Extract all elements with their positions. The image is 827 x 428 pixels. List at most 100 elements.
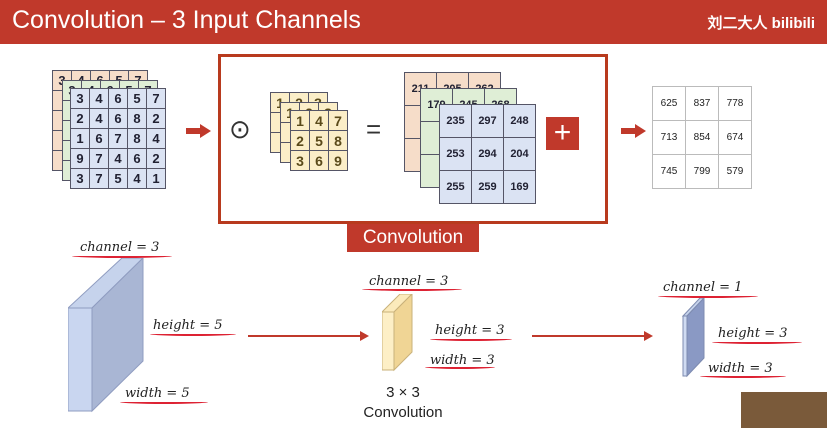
output-cell: 579 xyxy=(718,154,752,189)
grid-cell: 5 xyxy=(108,168,128,189)
grid-cell: 7 xyxy=(89,168,109,189)
grid-cell: 7 xyxy=(89,148,109,169)
arrow-right-icon xyxy=(186,124,211,138)
feature-cell: 259 xyxy=(471,170,504,204)
feature-cell: 253 xyxy=(439,137,472,171)
brand-logo: 刘二大人 bilibili xyxy=(707,15,816,32)
arrow-right-icon xyxy=(248,331,369,341)
kernel-cell: 5 xyxy=(309,130,329,151)
underline xyxy=(72,254,172,258)
output-cell: 713 xyxy=(652,120,686,155)
output-cell: 625 xyxy=(652,86,686,121)
grid-cell: 4 xyxy=(89,108,109,129)
grid-cell: 4 xyxy=(127,168,147,189)
underline xyxy=(120,400,208,404)
input-volume xyxy=(68,258,144,413)
grid-cell: 4 xyxy=(89,88,109,109)
equals-icon: = xyxy=(366,114,382,144)
output-volume xyxy=(681,298,705,378)
grid-cell: 9 xyxy=(70,148,90,169)
grid-cell: 3 xyxy=(70,168,90,189)
grid-cell: 7 xyxy=(146,88,166,109)
feature-cell: 255 xyxy=(439,170,472,204)
grid-cell: 6 xyxy=(127,148,147,169)
feature-cell: 297 xyxy=(471,104,504,138)
grid-cell: 2 xyxy=(146,108,166,129)
title-bar: Convolution – 3 Input Channels 刘二大人 bili… xyxy=(0,0,827,44)
webcam-overlay xyxy=(741,392,827,428)
grid-cell: 2 xyxy=(146,148,166,169)
arrow-right-icon xyxy=(621,124,646,138)
grid-cell: 8 xyxy=(127,108,147,129)
convolution-frame xyxy=(218,54,608,224)
plus-icon: + xyxy=(546,117,579,150)
underline xyxy=(362,287,462,291)
kernel-cell: 8 xyxy=(328,130,348,151)
grid-cell: 6 xyxy=(108,88,128,109)
underline xyxy=(712,340,802,344)
kernel-caption-size: 3 × 3 xyxy=(386,384,420,401)
arrow-right-icon xyxy=(532,331,653,341)
grid-cell: 7 xyxy=(108,128,128,149)
kernel-cell: 9 xyxy=(328,150,348,171)
page-title: Convolution – 3 Input Channels xyxy=(12,6,361,34)
elementwise-product-icon: ⊙ xyxy=(229,114,251,144)
underline xyxy=(430,337,512,341)
kernel-cell: 4 xyxy=(309,110,329,131)
output-cell: 674 xyxy=(718,120,752,155)
label-height: height = 5 xyxy=(153,318,223,333)
kernel-cell: 1 xyxy=(290,110,310,131)
grid-cell: 1 xyxy=(146,168,166,189)
grid-cell: 2 xyxy=(70,108,90,129)
grid-cell: 6 xyxy=(108,108,128,129)
kernel-volume xyxy=(382,294,413,372)
underline xyxy=(700,374,786,378)
kernel-cell: 2 xyxy=(290,130,310,151)
grid-cell: 4 xyxy=(146,128,166,149)
label-width: width = 3 xyxy=(708,361,773,376)
underline xyxy=(658,294,758,298)
convolution-label: Convolution xyxy=(347,224,479,252)
underline xyxy=(150,332,236,336)
label-height: height = 3 xyxy=(435,323,505,338)
grid-cell: 8 xyxy=(127,128,147,149)
feature-cell: 294 xyxy=(471,137,504,171)
kernel-cell: 6 xyxy=(309,150,329,171)
output-cell: 799 xyxy=(685,154,719,189)
label-channel: channel = 3 xyxy=(369,274,449,289)
grid-cell: 4 xyxy=(108,148,128,169)
kernel-cell: 3 xyxy=(290,150,310,171)
output-cell: 854 xyxy=(685,120,719,155)
feature-cell: 204 xyxy=(503,137,536,171)
feature-cell: 248 xyxy=(503,104,536,138)
output-cell: 837 xyxy=(685,86,719,121)
grid-cell: 3 xyxy=(70,88,90,109)
output-cell: 745 xyxy=(652,154,686,189)
underline xyxy=(425,365,495,369)
label-width: width = 5 xyxy=(125,386,190,401)
grid-cell: 5 xyxy=(127,88,147,109)
kernel-caption-label: Convolution xyxy=(363,404,443,421)
output-cell: 778 xyxy=(718,86,752,121)
kernel-cell: 7 xyxy=(328,110,348,131)
feature-cell: 169 xyxy=(503,170,536,204)
label-channel: channel = 1 xyxy=(663,280,743,295)
grid-cell: 1 xyxy=(70,128,90,149)
